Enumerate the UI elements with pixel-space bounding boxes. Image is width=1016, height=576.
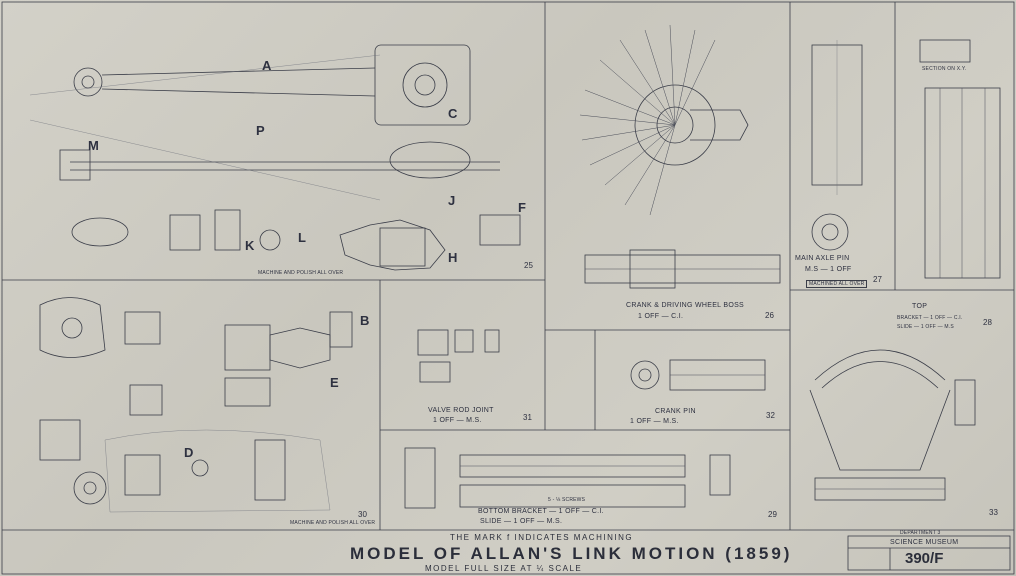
panel-27-axle (811, 40, 863, 251)
page-title: MODEL OF ALLAN'S LINK MOTION (1859) (350, 544, 793, 563)
letter-label: B (360, 313, 370, 328)
letter-label: C (448, 106, 458, 121)
spec-bracket: BRACKET — 1 OFF — C.I. (897, 315, 963, 321)
spec-slide: SLIDE — 1 OFF — M.S (897, 324, 954, 330)
letter-label: P (256, 123, 265, 138)
panel-25-rod (29, 44, 521, 271)
letter-label: A (262, 58, 272, 73)
letter-label: L (298, 230, 306, 245)
sheet-number: 25 (524, 261, 533, 270)
caption-crank-pin: CRANK PIN (655, 408, 696, 415)
caption-wheel-boss: CRANK & DRIVING WHEEL BOSS (626, 302, 745, 309)
caption-section-xy: SECTION ON X.Y. (922, 66, 967, 72)
letter-label: F (518, 200, 526, 215)
sheet-number: 30 (358, 510, 367, 519)
spec-crank-pin: 1 OFF — M.S. (630, 418, 679, 425)
letter-label: H (448, 250, 458, 265)
caption-valve-rod: VALVE ROD JOINT (428, 407, 494, 414)
panel-29-bottom-bracket (404, 447, 731, 509)
panel-31-joint (417, 329, 500, 383)
caption-axle-pin: MAIN AXLE PIN (795, 255, 850, 262)
panel-30-parts (39, 297, 353, 513)
letter-label: J (448, 193, 456, 208)
title-mark-note: THE MARK f INDICATES MACHINING (450, 533, 634, 542)
letter-label: M (88, 138, 99, 153)
panel-32-pin (630, 359, 766, 391)
machined-box: MACHINED ALL OVER (806, 280, 868, 288)
spec-bottom-slide: SLIDE — 1 OFF — M.S. (480, 518, 563, 525)
museum-name: SCIENCE MUSEUM (890, 539, 959, 546)
museum-department: DEPARTMENT 3 (900, 530, 941, 536)
title-block-lines (847, 535, 1011, 571)
letter-label: E (330, 375, 339, 390)
letter-label: K (245, 238, 255, 253)
letter-label: D (184, 445, 194, 460)
sheet-number: 31 (523, 413, 532, 422)
museum-ref: 390/F (905, 550, 944, 567)
label-top: TOP (912, 303, 928, 310)
sheet-number: 33 (989, 508, 998, 517)
panel-28-bracket (919, 39, 1001, 279)
panel-26-wheel (579, 24, 781, 289)
sheet-number: 32 (766, 411, 775, 420)
sheet-number: 28 (983, 318, 992, 327)
title-scale: MODEL FULL SIZE AT ¼ SCALE (425, 564, 583, 573)
sheet-number: 27 (873, 275, 882, 284)
sheet-number: 29 (768, 510, 777, 519)
note-machine-25: MACHINE AND POLISH ALL OVER (258, 270, 344, 276)
spec-axle-pin: M.S — 1 OFF (805, 266, 852, 273)
panel-33-link (809, 349, 976, 501)
spec-valve-rod: 1 OFF — M.S. (433, 417, 482, 424)
note-screws: 5 - ⅛ SCREWS (548, 497, 586, 503)
note-machine-30: MACHINE AND POLISH ALL OVER (290, 520, 376, 526)
sheet-number: 26 (765, 311, 774, 320)
spec-wheel-boss: 1 OFF — C.I. (638, 313, 684, 320)
spec-bottom-bracket: BOTTOM BRACKET — 1 OFF — C.I. (478, 508, 604, 515)
